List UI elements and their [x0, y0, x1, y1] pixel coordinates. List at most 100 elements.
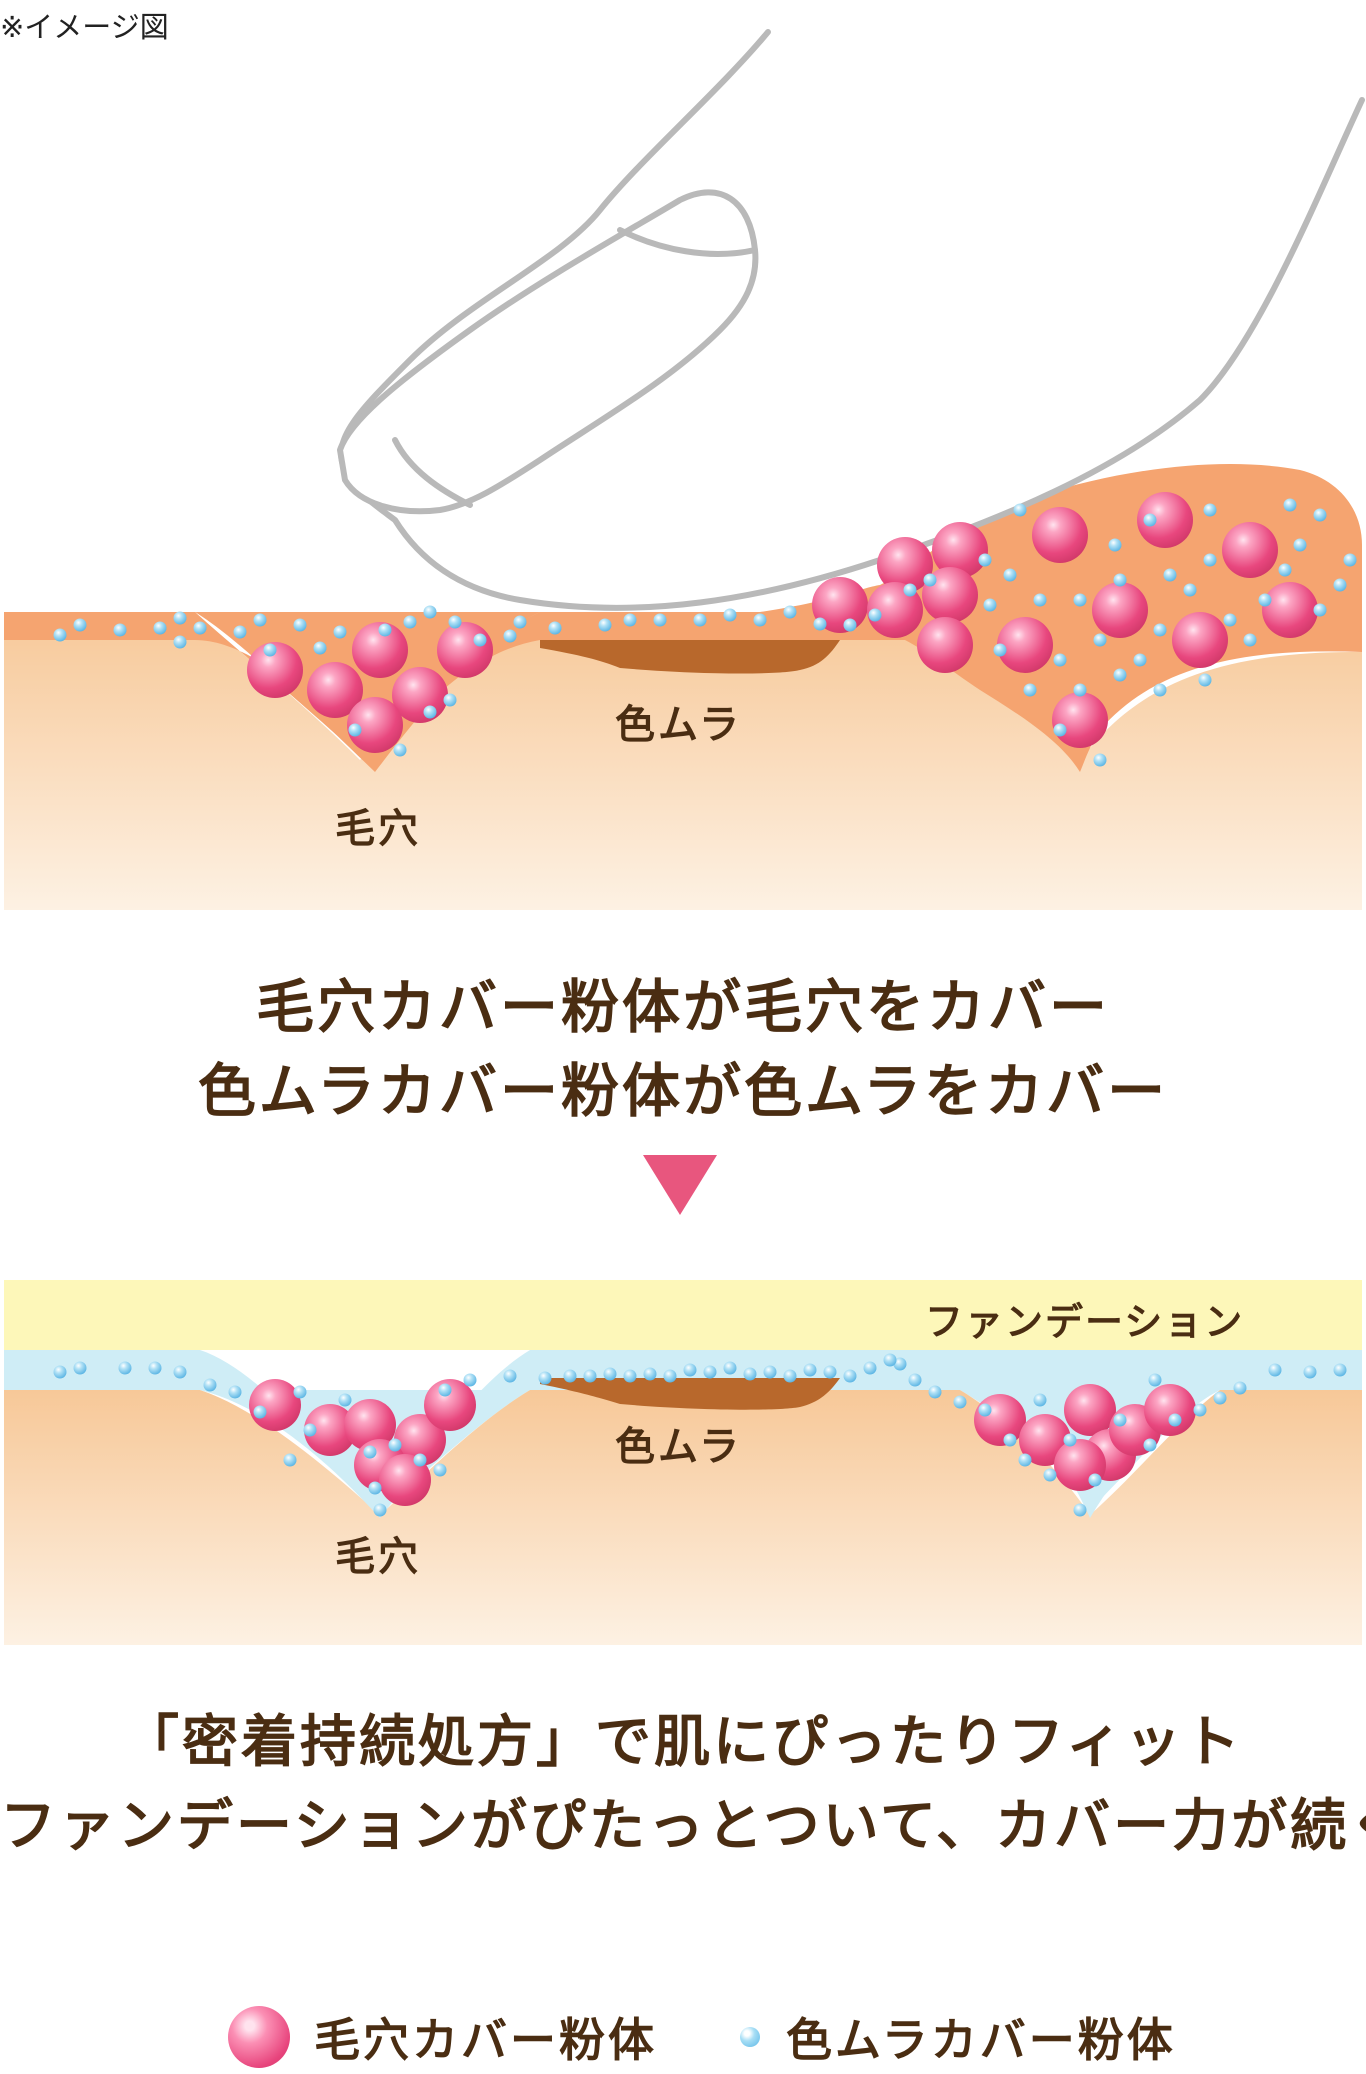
color-cover-particle: [438, 1383, 452, 1397]
pore-cover-particle: [1052, 692, 1108, 748]
color-cover-particle: [1153, 623, 1167, 637]
color-cover-particle: [373, 1503, 387, 1517]
foundation-layer-after: [4, 1280, 1362, 1350]
color-cover-particle: [1033, 593, 1047, 607]
color-cover-particle: [548, 621, 562, 635]
color-cover-particle: [1033, 1393, 1047, 1407]
color-unevenness-label-before: 色ムラ: [615, 701, 742, 748]
legend-item-pore-powder: 毛穴カバー粉体: [228, 2006, 657, 2068]
color-cover-particle: [743, 1367, 757, 1381]
color-cover-particle: [1093, 753, 1107, 767]
color-cover-particle: [283, 1453, 297, 1467]
pore-cover-particle: [1222, 522, 1278, 578]
color-cover-particle: [1198, 673, 1212, 687]
color-cover-particle: [1143, 1438, 1157, 1452]
color-cover-particle: [1278, 563, 1292, 577]
color-cover-particle: [378, 623, 392, 637]
color-unevenness-before: [540, 640, 840, 674]
color-cover-particle: [473, 633, 487, 647]
color-cover-particle: [513, 615, 527, 629]
color-cover-particle: [338, 1393, 352, 1407]
color-cover-particle: [393, 743, 407, 757]
color-cover-particle: [1093, 633, 1107, 647]
color-cover-particle: [233, 625, 247, 639]
pore-cover-particle: [917, 617, 973, 673]
color-cover-particle: [1148, 1373, 1162, 1387]
pore-cover-particle: [1172, 612, 1228, 668]
color-cover-particle: [623, 613, 637, 627]
color-cover-particle: [203, 1378, 217, 1392]
color-cover-particle: [293, 618, 307, 632]
color-cover-particle: [1108, 538, 1122, 552]
color-cover-particle: [823, 1365, 837, 1379]
color-cover-particle: [903, 583, 917, 597]
pore-cover-particle: [437, 622, 493, 678]
color-cover-particle: [1293, 538, 1307, 552]
color-cover-particle: [1018, 1453, 1032, 1467]
pore-cover-particle: [379, 1454, 431, 1506]
color-cover-particle: [763, 1365, 777, 1379]
pore-cover-particle: [307, 662, 363, 718]
color-cover-particle: [723, 1361, 737, 1375]
color-cover-particle: [1133, 653, 1147, 667]
pore-cover-particle: [344, 1399, 396, 1451]
particles-after: [53, 1353, 1347, 1517]
color-cover-particle: [598, 618, 612, 632]
color-cover-particle: [683, 1363, 697, 1377]
color-cover-particle: [363, 1445, 377, 1459]
color-cover-particle: [503, 1369, 517, 1383]
color-cover-particle: [723, 608, 737, 622]
color-cover-particle: [978, 553, 992, 567]
color-cover-particle: [753, 613, 767, 627]
color-cover-particle: [423, 705, 437, 719]
color-cover-particle: [1113, 668, 1127, 682]
color-cover-particle: [443, 693, 457, 707]
color-cover-particle: [1063, 1433, 1077, 1447]
color-cover-particle: [333, 625, 347, 639]
color-cover-particle: [603, 1367, 617, 1381]
color-cover-particle: [583, 1369, 597, 1383]
color-cover-particle: [263, 643, 277, 657]
color-cover-particle: [193, 621, 207, 635]
pore-cover-particle: [394, 1414, 446, 1466]
color-cover-particle: [893, 1357, 907, 1371]
foundation-layer-before: [4, 464, 1362, 772]
color-cover-particle: [1333, 1363, 1347, 1377]
color-cover-particle: [253, 1405, 267, 1419]
color-cover-particle: [503, 629, 517, 643]
color-cover-particle: [783, 605, 797, 619]
color-cover-particle: [433, 1463, 447, 1477]
color-cover-particle: [118, 1361, 132, 1375]
color-cover-particle: [843, 618, 857, 632]
color-cover-particle: [1203, 553, 1217, 567]
color-cover-particle: [1088, 1473, 1102, 1487]
color-unevenness-after: [540, 1378, 840, 1410]
color-cover-particle: [868, 608, 882, 622]
blue-dot-icon: [740, 2027, 760, 2047]
color-cover-particle: [1168, 1413, 1182, 1427]
color-cover-particle: [1143, 513, 1157, 527]
color-cover-particle: [693, 613, 707, 627]
pore-cover-particle: [247, 642, 303, 698]
pink-sphere-icon: [228, 2006, 290, 2068]
color-cover-particle: [1023, 683, 1037, 697]
after-diagram: ファンデーション 色ムラ 毛穴: [4, 1280, 1362, 1645]
color-cover-particle: [1313, 603, 1327, 617]
color-cover-particle: [463, 1373, 477, 1387]
pore-label-after: 毛穴: [335, 1533, 421, 1580]
pore-cover-particle: [932, 522, 988, 578]
color-cover-particle: [1268, 1363, 1282, 1377]
before-caption-line-1: 毛穴カバー粉体が毛穴をカバー: [255, 973, 1110, 1041]
color-cover-particle: [863, 1361, 877, 1375]
color-cover-particle: [538, 1371, 552, 1385]
color-cover-particle: [1343, 553, 1357, 567]
color-cover-particle: [348, 723, 362, 737]
pore-cover-particle: [877, 537, 933, 593]
color-cover-particle: [1153, 683, 1167, 697]
color-cover-particle: [1303, 1365, 1317, 1379]
skin-layer-after: [4, 1390, 1362, 1645]
color-cover-particle: [783, 1369, 797, 1383]
after-caption-line-2: ファンデーションがぴたっとついて、カバー力が続く: [0, 1793, 1366, 1859]
color-cover-particle: [1113, 573, 1127, 587]
color-cover-particle: [908, 1373, 922, 1387]
